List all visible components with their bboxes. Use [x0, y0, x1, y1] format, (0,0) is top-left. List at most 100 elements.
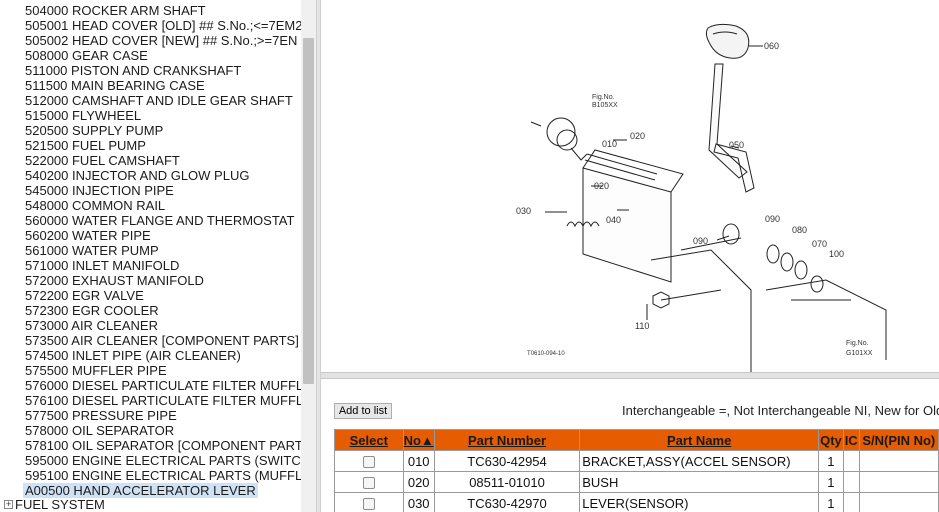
tree-scrollbar[interactable] — [301, 0, 316, 512]
add-to-list-button[interactable]: Add to list — [334, 403, 392, 419]
col-no-label[interactable]: No▲ — [403, 432, 434, 448]
tree-item[interactable]: 505002 HEAD COVER [NEW] ## S.No.;>=7EN — [25, 33, 298, 48]
col-part-name-label[interactable]: Part Name — [666, 432, 732, 448]
tree-item[interactable]: 572200 EGR VALVE — [25, 288, 144, 303]
callout-090: 090 — [765, 214, 780, 224]
row-part-number: 08511-01010 — [433, 471, 581, 493]
tree-item[interactable]: 522000 FUEL CAMSHAFT — [25, 153, 180, 168]
tree-item[interactable]: 540200 INJECTOR AND GLOW PLUG — [25, 168, 250, 183]
row-qty: 1 — [818, 471, 844, 493]
col-select[interactable]: Select — [334, 429, 404, 451]
drawing-code: T0610-094-10 — [527, 351, 565, 357]
fig-top-line1: Fig.No. — [592, 94, 615, 101]
row-sn — [858, 492, 939, 512]
callout-020: 020 — [630, 131, 645, 141]
callout-070: 070 — [812, 239, 827, 249]
tree-item-selected[interactable]: A00500 HAND ACCELERATOR LEVER — [23, 483, 258, 498]
row-qty: 1 — [818, 492, 844, 512]
parts-list-panel: Add to list Interchangeable =, Not Inter… — [321, 379, 939, 512]
tree-item[interactable]: 578100 OIL SEPARATOR [COMPONENT PART — [25, 438, 301, 453]
col-select-label[interactable]: Select — [349, 432, 388, 448]
col-part-name[interactable]: Part Name — [579, 429, 820, 451]
row-ic — [842, 492, 860, 512]
tree-item[interactable]: 515000 FLYWHEEL — [25, 108, 142, 123]
tree-item[interactable]: 520500 SUPPLY PUMP — [25, 123, 164, 138]
row-part-number: TC630-42954 — [433, 450, 581, 472]
row-select — [334, 450, 404, 472]
tree-item[interactable]: 572000 EXHAUST MANIFOLD — [25, 273, 204, 288]
tree-item[interactable]: 576100 DIESEL PARTICULATE FILTER MUFFL — [25, 393, 301, 408]
tree-item[interactable]: 508000 GEAR CASE — [25, 48, 148, 63]
tree-item[interactable]: 595000 ENGINE ELECTRICAL PARTS (SWITC — [25, 453, 301, 468]
vertical-splitter[interactable] — [316, 0, 321, 512]
row-part-name: BRACKET,ASSY(ACCEL SENSOR) — [579, 450, 820, 472]
callout-020: 020 — [594, 181, 609, 191]
row-select — [334, 492, 404, 512]
row-sn — [858, 471, 939, 493]
tree-item[interactable]: 511000 PISTON AND CRANKSHAFT — [25, 63, 242, 78]
col-no[interactable]: No▲ — [402, 429, 435, 451]
tree-item[interactable]: 505001 HEAD COVER [OLD] ## S.No.;<=7EM2 — [25, 18, 301, 33]
callout-110: 110 — [635, 321, 649, 331]
parts-table-header: Select No▲ Part Number Part Name Qty IC … — [334, 429, 939, 451]
tree-scrollbar-thumb[interactable] — [303, 38, 314, 384]
tree-item[interactable]: 573500 AIR CLEANER [COMPONENT PARTS] — [25, 333, 299, 348]
col-part-number-label[interactable]: Part Number — [468, 432, 547, 448]
col-part-number[interactable]: Part Number — [433, 429, 581, 451]
tree-item[interactable]: 512000 CAMSHAFT AND IDLE GEAR SHAFT — [25, 93, 293, 108]
tree-item[interactable]: 576000 DIESEL PARTICULATE FILTER MUFFL — [25, 378, 301, 393]
tree-item[interactable]: 575500 MUFFLER PIPE — [25, 363, 167, 378]
col-ic: IC — [842, 429, 860, 451]
row-sn — [858, 450, 939, 472]
interchangeable-legend: Interchangeable =, Not Interchangeable N… — [622, 403, 939, 418]
row-part-name: BUSH — [579, 471, 820, 493]
horizontal-splitter[interactable] — [321, 372, 939, 379]
tree-item[interactable]: 571000 INLET MANIFOLD — [25, 258, 180, 273]
tree-item[interactable]: 548000 COMMON RAIL — [25, 198, 166, 213]
row-ic — [842, 450, 860, 472]
expand-icon[interactable]: + — [4, 499, 13, 509]
tree-item[interactable]: 560000 WATER FLANGE AND THERMOSTAT — [25, 213, 295, 228]
parts-table: Select No▲ Part Number Part Name Qty IC … — [334, 429, 939, 512]
tree-item[interactable]: 572300 EGR COOLER — [25, 303, 159, 318]
callout-010: 010 — [602, 139, 617, 149]
row-part-name: LEVER(SENSOR) — [579, 492, 820, 512]
callout-050: 050 — [729, 140, 744, 150]
row-no: 020 — [402, 471, 435, 493]
tree-item[interactable]: 521500 FUEL PUMP — [25, 138, 146, 153]
tree-item[interactable]: 561000 WATER PUMP — [25, 243, 159, 258]
tree-group-fuel-system[interactable]: +FUEL SYSTEM — [4, 497, 105, 512]
exploded-diagram: 060 050 010 020 020 030 040 090 090 080 … — [321, 0, 939, 372]
row-no: 010 — [402, 450, 435, 472]
col-sn: S/N(PIN No) — [858, 429, 939, 451]
tree-item[interactable]: 511500 MAIN BEARING CASE — [25, 78, 205, 93]
row-ic — [842, 471, 860, 493]
fig-bottom-line1: Fig.No. — [846, 340, 869, 347]
diagram-drawing: 060 050 010 020 020 030 040 090 090 080 … — [516, 23, 887, 372]
select-checkbox[interactable] — [362, 498, 375, 511]
tree-item[interactable]: 578000 OIL SEPARATOR — [25, 423, 175, 438]
select-checkbox[interactable] — [362, 456, 375, 469]
tree-item[interactable]: 574500 INLET PIPE (AIR CLEANER) — [25, 348, 241, 363]
callout-030: 030 — [516, 206, 531, 216]
row-select — [334, 471, 404, 493]
callout-090: 090 — [693, 236, 708, 246]
tree-item[interactable]: 577500 PRESSURE PIPE — [25, 408, 177, 423]
tree-item[interactable]: 545000 INJECTION PIPE — [25, 183, 174, 198]
row-qty: 1 — [818, 450, 844, 472]
tree-group-label: FUEL SYSTEM — [15, 497, 105, 512]
callout-040: 040 — [606, 215, 621, 225]
select-checkbox[interactable] — [362, 477, 375, 490]
tree-item[interactable]: 504000 ROCKER ARM SHAFT — [25, 3, 206, 18]
tree-item[interactable]: 573000 AIR CLEANER — [25, 318, 158, 333]
tree-item[interactable]: 560200 WATER PIPE — [25, 228, 151, 243]
row-no: 030 — [402, 492, 435, 512]
tree-item[interactable]: 595100 ENGINE ELECTRICAL PARTS (MUFFL — [25, 468, 301, 483]
col-qty: Qty — [818, 429, 844, 451]
callout-100: 100 — [829, 249, 844, 259]
callout-060: 060 — [764, 41, 779, 51]
